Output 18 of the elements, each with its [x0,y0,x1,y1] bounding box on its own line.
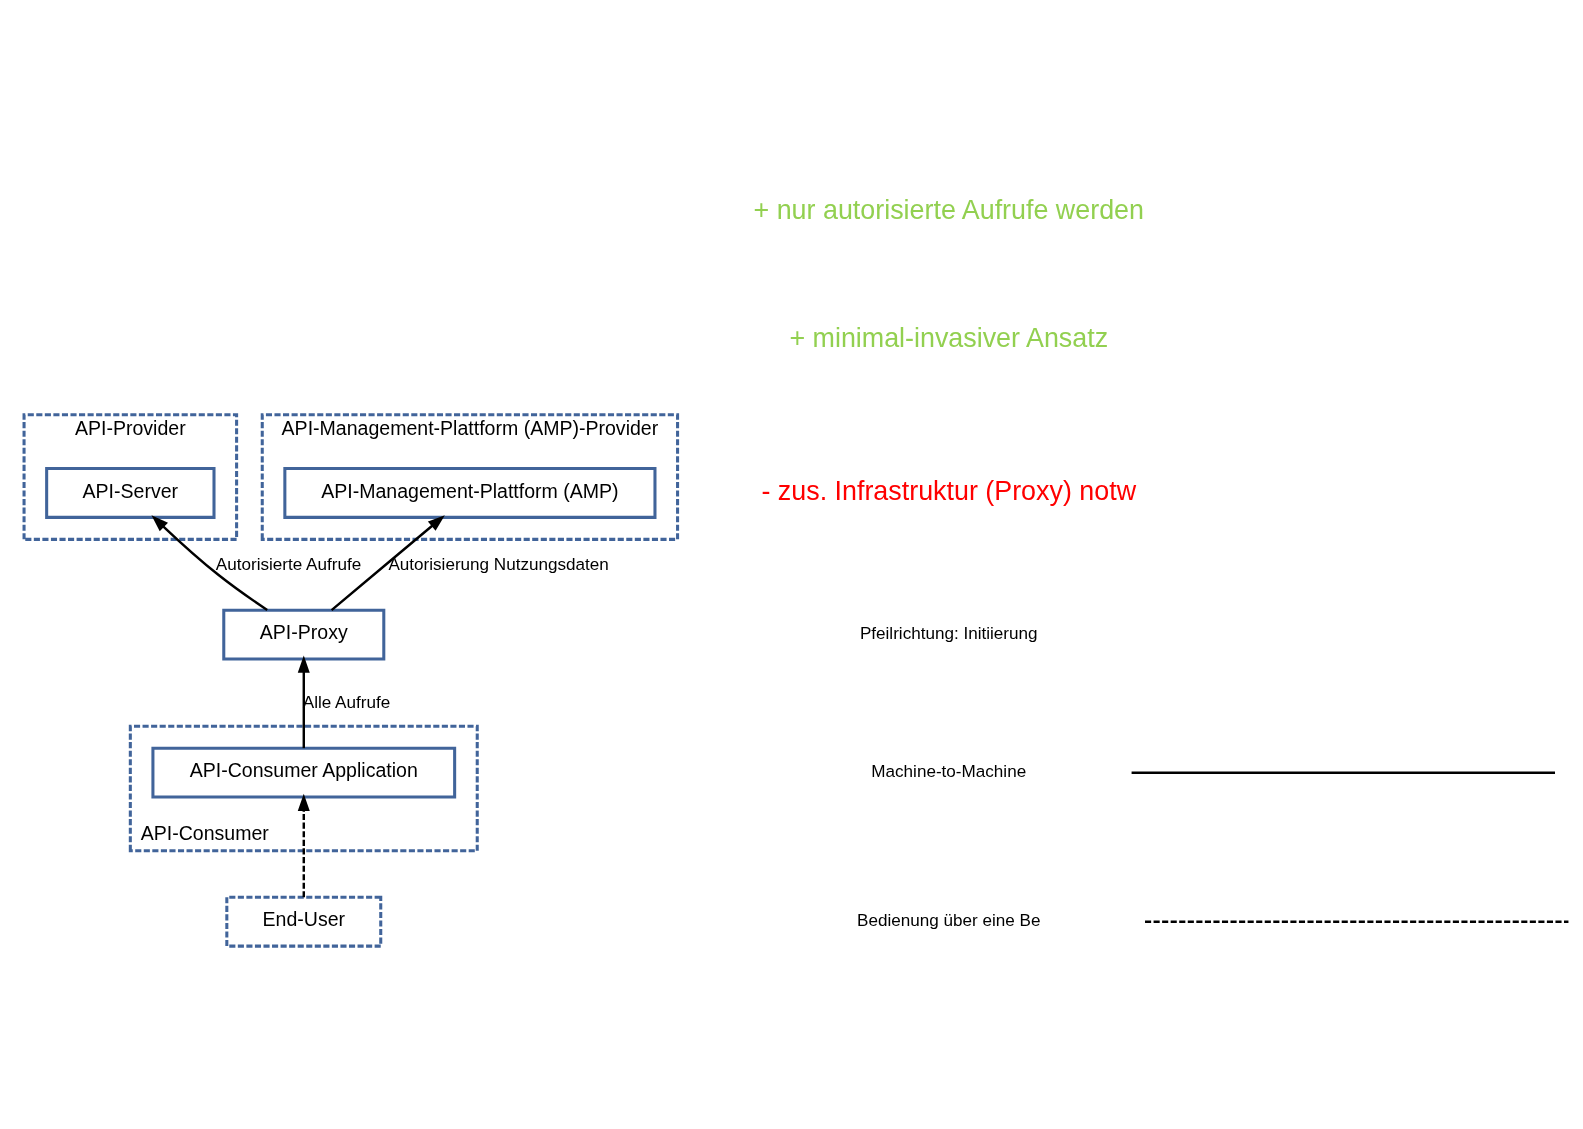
arrow [330,514,445,611]
node-box: API-Consumer Application [150,746,456,799]
node-box: API-Proxy [221,608,385,661]
legend-label: Machine-to-Machine [870,761,1026,781]
legend-label: Bedienung über eine Be [856,910,1040,930]
node-box: End-User [224,895,382,948]
label: - zus. Infrastruktur (Proxy) notw [760,475,1136,506]
label: Pfeilrichtung: Initiierung [859,623,1038,643]
arrow [297,655,310,748]
label: + nur autorisierte Aufrufe werden [753,194,1144,225]
arrow [297,793,310,897]
arrow [150,514,268,611]
label: + minimal-invasiver Ansatz [788,322,1108,353]
edge-label: Alle Aufrufe [302,692,390,712]
edge-label: Autorisierte Aufrufe [215,554,361,574]
node-box: API-Server [44,466,216,519]
edge-label: Autorisierung Nutzungsdaten [387,554,609,574]
node-box: API-Management-Plattform (AMP) [282,466,656,519]
